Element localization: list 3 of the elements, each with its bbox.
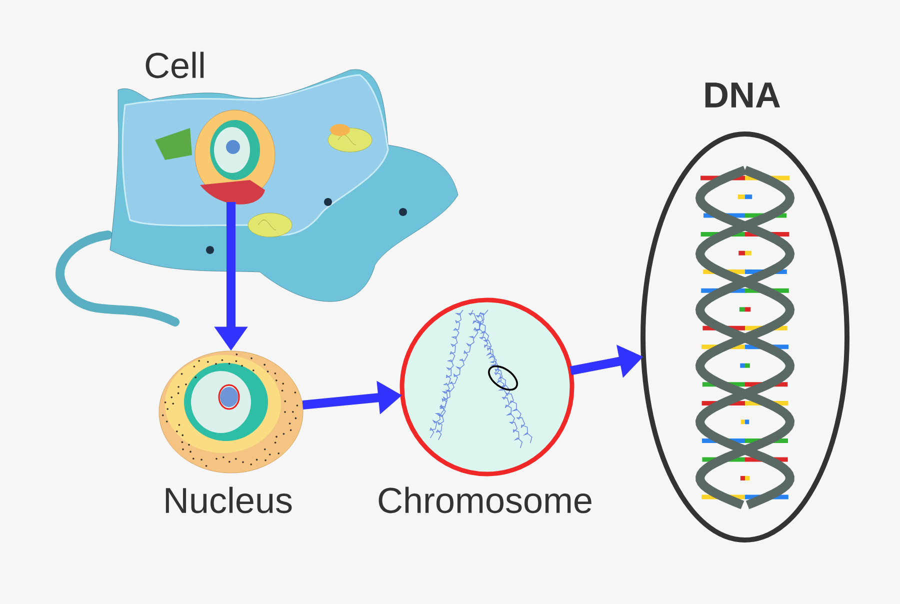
node-label: DNA [705, 82, 780, 108]
node-label: Chromosome [378, 486, 592, 514]
node-label: Nucleus [166, 486, 292, 514]
